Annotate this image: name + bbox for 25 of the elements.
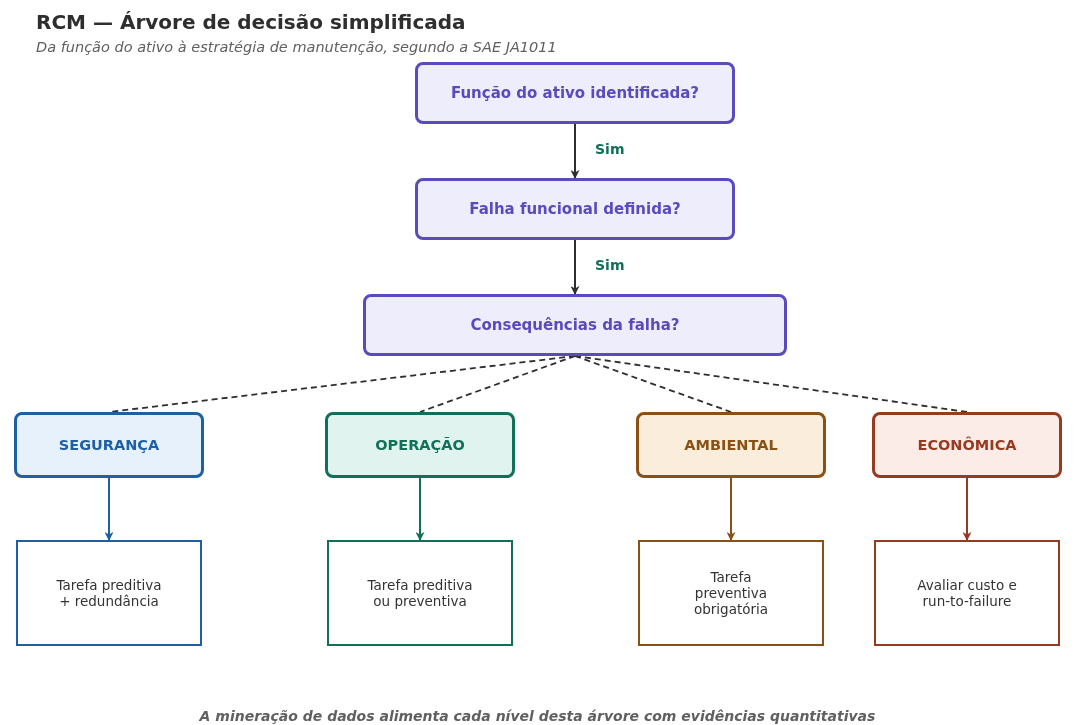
arrow (415, 477, 425, 541)
category-box: ECONÔMICA (872, 412, 1062, 478)
question-box: Falha funcional definida? (415, 178, 735, 240)
edge-label: Sim (593, 257, 627, 273)
arrow (570, 123, 580, 179)
diagram-title: RCM — Árvore de decisão simplificada (36, 10, 466, 34)
question-box: Consequências da falha? (363, 294, 787, 356)
category-box: AMBIENTAL (636, 412, 826, 478)
category-box: OPERAÇÃO (325, 412, 515, 478)
caption: A mineração de dados alimenta cada nível desta árvore com evidências quantitativas (199, 708, 876, 724)
subtitle: Da função do ativo à estratégia de manutenção, segundo a SAE JA1011 (36, 39, 557, 55)
edge-label: Sim (593, 141, 627, 157)
arrow (962, 477, 972, 541)
question-box: Função do ativo identificada? (415, 62, 735, 124)
dashed-line (574, 355, 968, 413)
arrow (570, 239, 580, 295)
dashed-line (574, 355, 732, 413)
task-box: Tarefa preditiva ou preventiva (327, 540, 513, 646)
dashed-line (419, 355, 576, 413)
arrow (104, 477, 114, 541)
category-box: SEGURANÇA (14, 412, 204, 478)
task-box: Tarefa preditiva + redundância (16, 540, 202, 646)
task-box: Avaliar custo e run-to-failure (874, 540, 1060, 646)
task-box: Tarefa preventiva obrigatória (638, 540, 824, 646)
arrow (726, 477, 736, 541)
